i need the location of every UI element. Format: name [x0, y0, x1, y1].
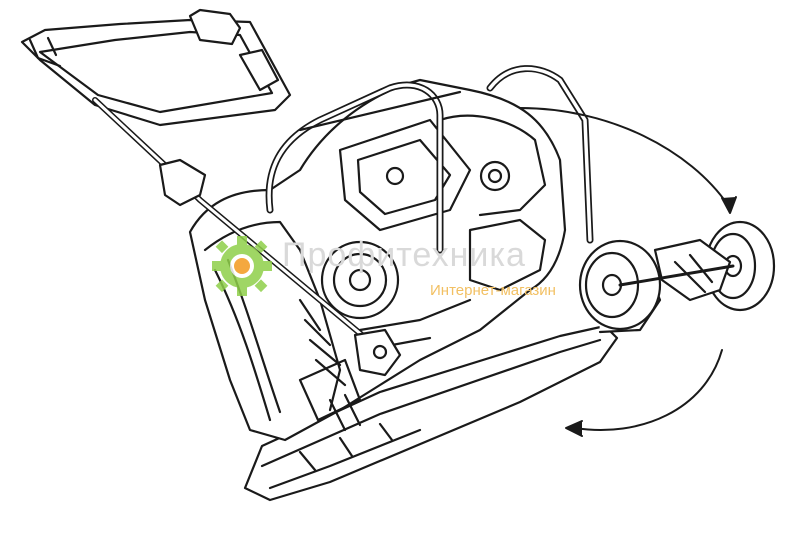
rotation-arrow-bottom: [565, 349, 723, 437]
rotation-arrow-top: [519, 107, 737, 214]
transport-wheels: [578, 220, 776, 334]
handle: [20, 8, 402, 377]
watermark-gear-logo: [212, 236, 272, 296]
watermark-title: Профитехника: [282, 236, 526, 274]
roll-cage: [265, 65, 594, 254]
watermark-subtitle: Интернет-магазин: [430, 282, 556, 299]
